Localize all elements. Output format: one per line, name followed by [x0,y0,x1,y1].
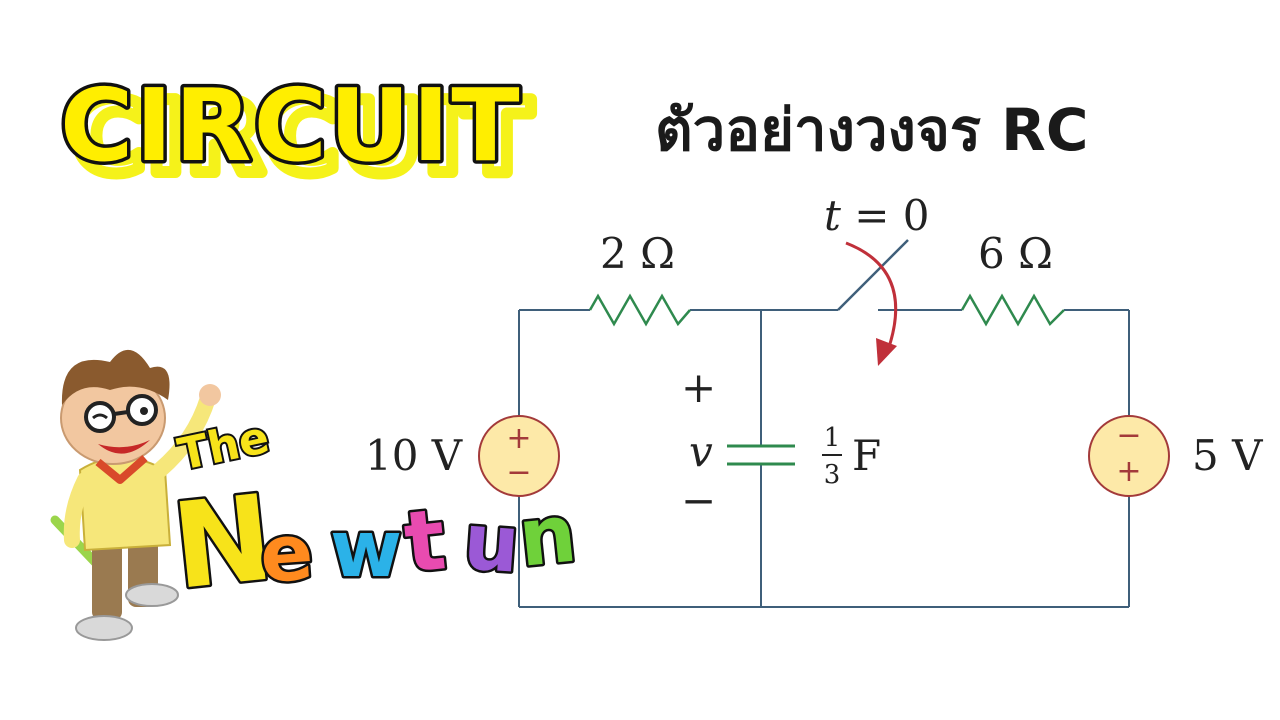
page-subtitle: ตัวอย่างวงจร RC [655,96,1088,164]
switch-label: t = 0 [824,191,930,240]
source-10v-plus: + [506,421,531,456]
source-5v-plus: + [1116,454,1141,489]
resistor-6ohm-label: 6 Ω [978,229,1053,278]
title-group: CIRCUIT CIRCUIT ตัวอย่างวงจร RC [57,64,1089,203]
resistor-2ohm [588,293,691,327]
brand-logo-letter: t [400,490,450,592]
cap-voltage-var: v [689,427,713,476]
brand-logo-letter: u [461,497,523,591]
source-5v-label: 5 V [1192,431,1263,480]
cap-value-label: 1 3 F [822,423,881,490]
resistor-6ohm [960,293,1065,327]
switch-label-rest: = 0 [841,191,930,240]
capacitor-symbol [727,444,795,466]
cap-voltage-plus: + [681,363,716,412]
source-5v-minus: − [1116,418,1141,453]
cap-value-unit: F [852,431,881,480]
switch-label-var: t [824,191,841,240]
brand-logo-letter: n [514,486,580,584]
cap-voltage-minus: − [681,476,716,525]
brand-logo-letter: e [257,507,316,600]
mascot-illustration [50,349,221,641]
source-10v-minus: − [506,455,531,490]
cap-value-numerator: 1 [824,423,841,453]
circuit-wires [518,309,1130,608]
source-10v-label: 10 V [365,431,463,480]
source-10v: + − [478,415,560,497]
title-shadow: CIRCUIT [72,79,534,196]
resistor-2ohm-label: 2 Ω [600,229,675,278]
cap-value-denominator: 3 [824,460,841,490]
switch-blade [837,239,909,311]
brand-logo-letter: N [167,468,280,616]
brand-logo-letter: w [330,505,402,595]
switch-arrow [845,241,898,366]
page-title: CIRCUIT [60,67,522,184]
source-5v: − + [1088,415,1170,497]
